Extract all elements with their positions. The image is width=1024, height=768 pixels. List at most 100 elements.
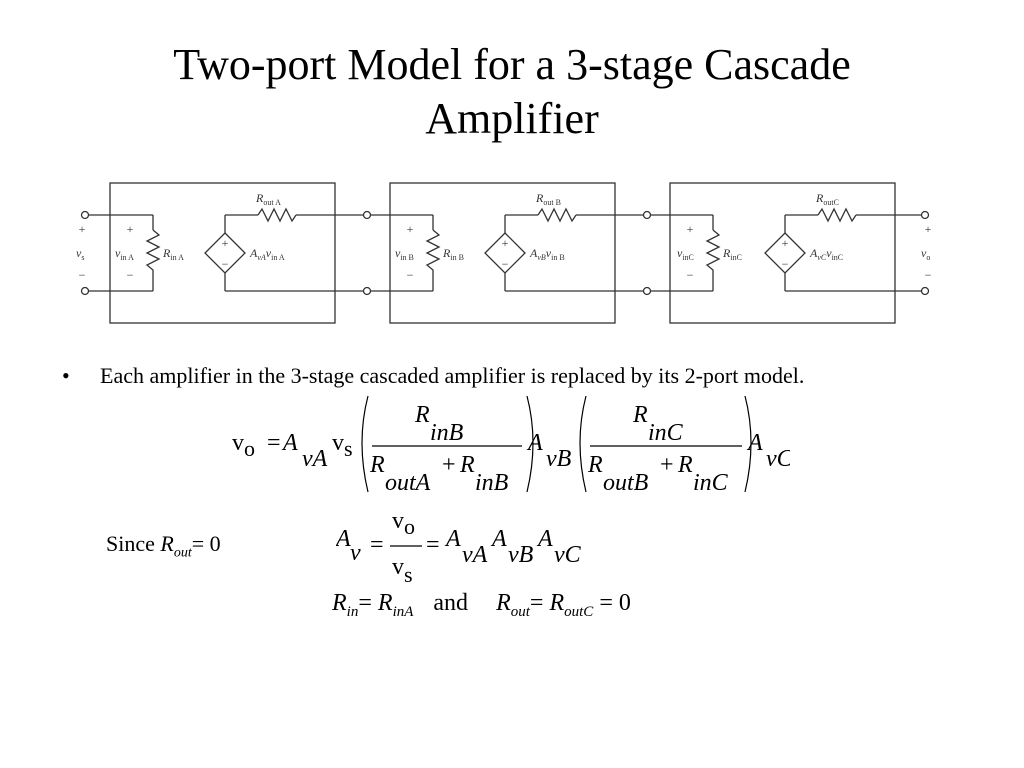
source-c-plus: +	[782, 236, 789, 250]
rin-b-resistor	[425, 229, 441, 275]
eq1-frac2-plus: +	[660, 452, 674, 478]
gain-a-label: AvAvin A	[249, 246, 285, 262]
slide-title: Two-port Model for a 3-stage Cascade Amp…	[0, 38, 1024, 146]
source-a-minus: −	[222, 257, 229, 271]
title-line-2: Amplifier	[425, 94, 599, 143]
stage-c-output	[764, 207, 925, 292]
since-R: R	[160, 531, 174, 556]
eq1-A: A	[281, 430, 298, 456]
vs-label: vs	[76, 246, 84, 262]
eq3-R4-sub: outC	[564, 603, 594, 620]
rout-b-label: Rout B	[535, 191, 561, 207]
vin-b-minus: −	[407, 268, 414, 282]
eq2-A3-sub: vC	[554, 542, 582, 568]
eq2-num: vo	[392, 508, 415, 539]
gain-c-label: AvCvinC	[809, 246, 843, 262]
stage-a-box	[109, 182, 336, 324]
rout-a-label: Rout A	[255, 191, 281, 207]
eq1-frac2-den-R2: R	[677, 452, 693, 478]
eq1-A-end: A	[746, 430, 763, 456]
rin-b-label: Rin B	[442, 246, 464, 262]
vin-a-label: vin A	[115, 246, 134, 262]
input-terminal-bottom	[80, 286, 90, 296]
rin-a-label: Rin A	[162, 246, 184, 262]
output-terminal-top	[920, 210, 930, 220]
eq2-v-sub: v	[350, 540, 361, 566]
eq1-vA-sub: vA	[302, 446, 328, 472]
node-bc-bottom	[642, 286, 652, 296]
eq3-R2-sub: inA	[392, 603, 414, 620]
vin-c-label: vinC	[677, 246, 694, 262]
vin-a-minus: −	[127, 268, 134, 282]
eq1-A-mid: A	[526, 430, 543, 456]
eq2-A1: A	[444, 526, 461, 552]
eq1-vs: vs	[332, 430, 353, 461]
eq1-vo: vo	[232, 430, 255, 461]
vo-plus: +	[925, 222, 932, 236]
eq2-A3: A	[536, 526, 553, 552]
eq3-R1: R	[332, 590, 347, 616]
eq2-A1-sub: vA	[462, 542, 488, 568]
vs-minus: −	[79, 268, 86, 282]
eq2-equals-1: =	[370, 532, 384, 558]
rin-c-resistor	[705, 229, 721, 275]
eq2-den: vs	[392, 554, 413, 587]
input-terminal-top	[80, 210, 90, 220]
eq2-A: A	[336, 526, 351, 552]
eq2-equals-2: =	[426, 532, 440, 558]
equation-av: A v = vo vs = A vA A vB A vC	[336, 508, 582, 587]
eq1-frac2-den-R1: R	[587, 452, 603, 478]
gain-b-label: AvBvin B	[529, 246, 565, 262]
vin-a-plus: +	[127, 222, 134, 236]
source-b-minus: −	[502, 257, 509, 271]
eq1-frac1-den-sub2: inB	[475, 470, 509, 496]
eq2-A2-sub: vB	[508, 542, 534, 568]
eq1-frac1-num-R: R	[414, 402, 430, 428]
eq1-frac2-den-sub2: inC	[693, 470, 729, 496]
rin-a-resistor	[145, 229, 161, 275]
eq3-and: and	[433, 590, 469, 616]
source-b-plus: +	[502, 236, 509, 250]
since-word: Since	[106, 531, 161, 556]
eq3-R3-sub: out	[510, 603, 530, 620]
stage-c-box	[669, 182, 896, 324]
bullet-dot: •	[62, 363, 70, 388]
eq3-tail: = 0	[593, 590, 631, 616]
vs-plus: +	[79, 222, 86, 236]
cascade-circuit-diagram: + − + − + − + − + − + − + − + − vs vo Ro…	[76, 182, 932, 324]
eq1-frac2-num-sub: inC	[648, 420, 684, 446]
node-bc-top	[642, 210, 652, 220]
output-terminal-bottom	[920, 286, 930, 296]
node-ab-top	[362, 210, 372, 220]
vin-c-plus: +	[687, 222, 694, 236]
eq1-frac1-den-R1: R	[369, 452, 385, 478]
bullet-text: Each amplifier in the 3-stage cascaded a…	[100, 363, 805, 388]
vin-b-plus: +	[407, 222, 414, 236]
vo-minus: −	[925, 268, 932, 282]
eq1-frac2-num-R: R	[632, 402, 648, 428]
source-c-minus: −	[782, 257, 789, 271]
eq3-R4: R	[549, 590, 565, 616]
stage-b-box	[389, 182, 616, 324]
vo-label: vo	[921, 246, 930, 262]
node-ab-bottom	[362, 286, 372, 296]
source-a-plus: +	[222, 236, 229, 250]
eq3-equals-1: =	[358, 590, 378, 616]
since-sub: out	[173, 545, 192, 561]
eq2-A2: A	[490, 526, 507, 552]
eq1-frac1-plus: +	[442, 452, 456, 478]
stage-a-output	[204, 207, 367, 292]
eq3-R3: R	[496, 590, 511, 616]
eq3-R1-sub: in	[346, 603, 359, 620]
eq3-equals-2: =	[529, 590, 550, 616]
eq3-R2: R	[377, 590, 393, 616]
eq1-frac1-den-sub1: outA	[385, 470, 431, 496]
since-statement: Since Rout= 0	[106, 531, 221, 561]
eq1-vC-sub: vC	[766, 446, 790, 472]
rin-c-label: RinC	[722, 246, 742, 262]
rout-c-label: RoutC	[815, 191, 839, 207]
title-line-1: Two-port Model for a 3-stage Cascade	[173, 40, 851, 89]
equation-vo: vo = A vA vs R inB R outA + R inB A vB R…	[232, 395, 790, 496]
eq1-equals: =	[267, 430, 281, 456]
eq1-frac1-den-R2: R	[459, 452, 475, 478]
